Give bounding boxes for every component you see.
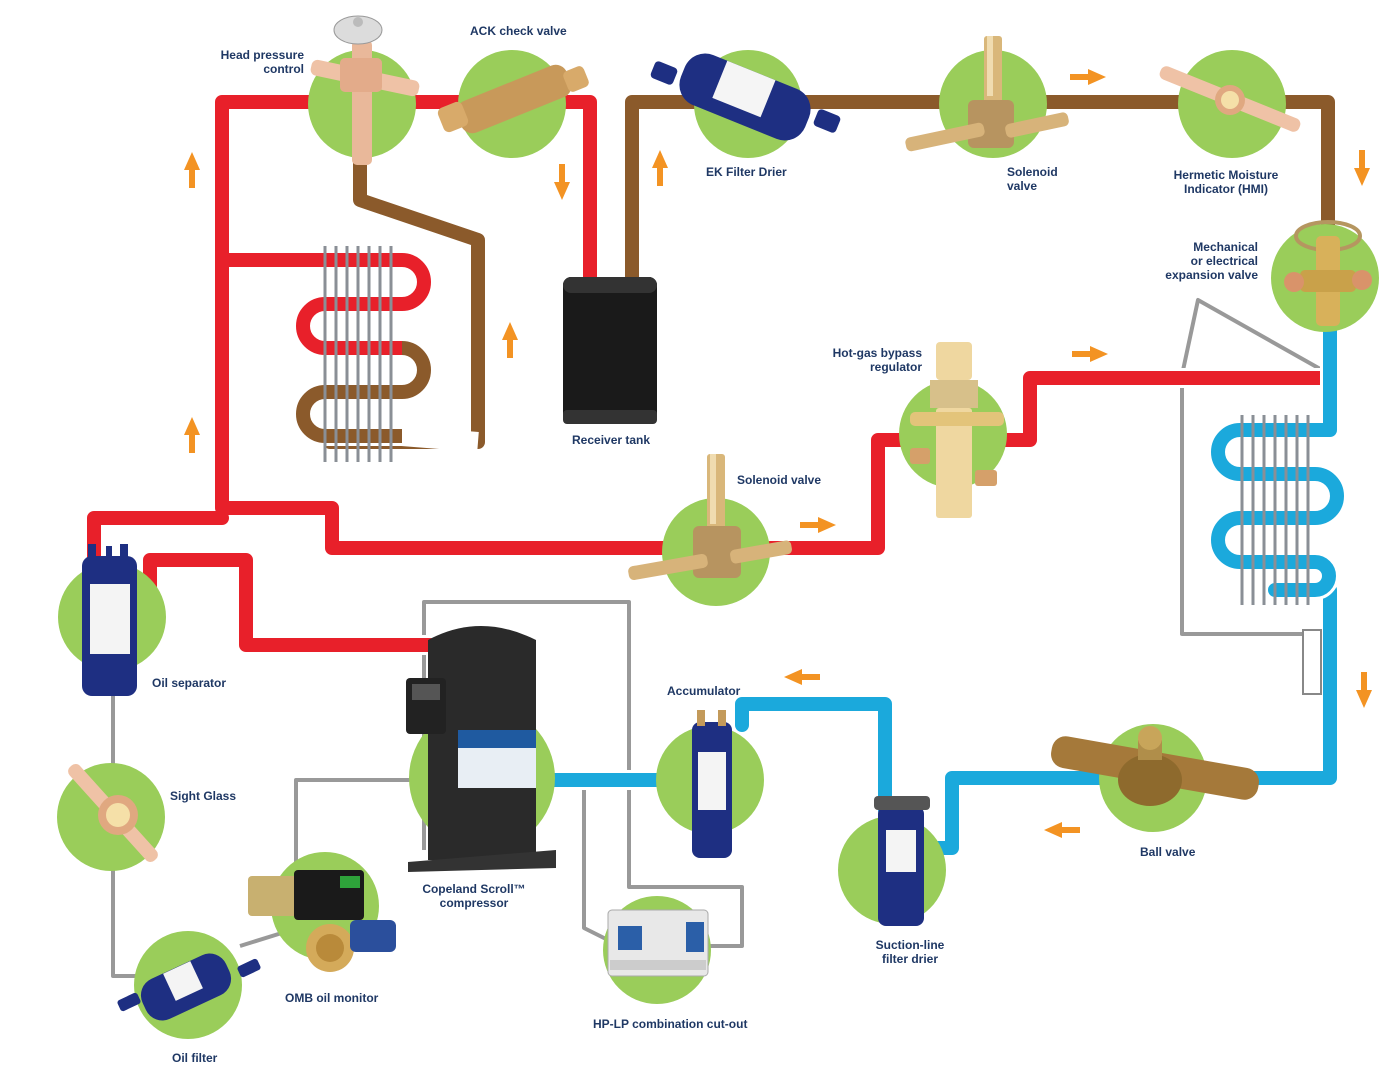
receiver-tank-icon	[563, 277, 657, 424]
pressure-cutout-icon	[607, 909, 709, 977]
condenser-coil-icon	[293, 246, 479, 462]
discharge-lines	[84, 92, 1335, 655]
sensing-bulb	[1302, 629, 1322, 695]
bypass-regulator-icon	[910, 342, 1004, 518]
moisture-indicator-icon	[1159, 66, 1301, 132]
ball-valve-icon	[1051, 726, 1259, 806]
head-pressure-label: Head pressure control	[220, 48, 304, 76]
sight-glass-icon	[68, 763, 158, 863]
suction-filter-icon	[874, 796, 930, 926]
hplp-label: HP-LP combination cut-out	[593, 1017, 748, 1031]
hot-gas-bypass-label: Hot-gas bypass regulator	[832, 346, 922, 374]
oil-separator-label: Oil separator	[152, 676, 227, 690]
ek-filter-label: EK Filter Drier	[706, 165, 787, 179]
ack-check-label: ACK check valve	[470, 24, 567, 38]
scroll-compressor-icon	[406, 626, 556, 872]
ball-valve-label: Ball valve	[1140, 845, 1196, 859]
sight-glass-label: Sight Glass	[170, 789, 237, 803]
receiver-label: Receiver tank	[572, 433, 651, 447]
suction-drier-label: Suction-line filter drier	[875, 938, 945, 966]
oil-monitor-icon	[248, 870, 396, 972]
oil-separator-icon	[82, 544, 137, 696]
omb-label: OMB oil monitor	[285, 991, 379, 1005]
oil-filter-icon	[117, 953, 261, 1021]
compressor-label: Copeland Scroll™ compressor	[422, 882, 526, 910]
expansion-valve-icon	[1284, 220, 1372, 326]
solenoid-valve-icon	[905, 36, 1069, 152]
hmi-label: Hermetic Moisture Indicator (HMI)	[1173, 168, 1279, 196]
evaporator-coil-icon	[1208, 415, 1347, 605]
expansion-label: Mechanical or electrical expansion valve	[1165, 240, 1258, 282]
solenoid-valve-icon	[628, 454, 792, 581]
head-pressure-valve-icon	[310, 15, 420, 165]
filter-drier-icon	[650, 53, 841, 141]
solenoid-mid-label: Solenoid valve	[737, 473, 822, 487]
accumulator-label: Accumulator	[667, 684, 741, 698]
check-valve-icon	[437, 64, 589, 134]
accumulator-icon	[692, 710, 732, 858]
oil-filter-label: Oil filter	[172, 1051, 218, 1065]
solenoid-top-label: Solenoid valve	[1007, 165, 1058, 193]
